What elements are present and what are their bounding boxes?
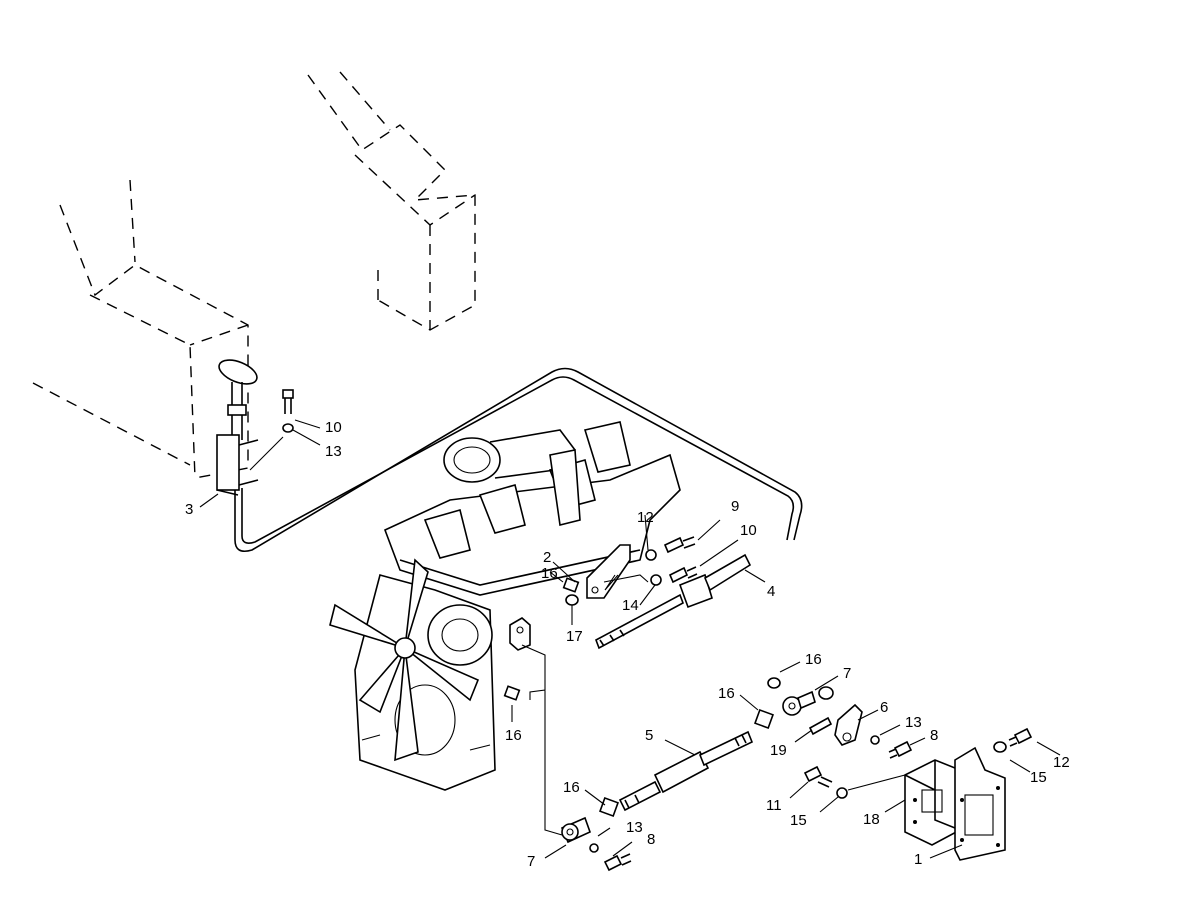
callout-16-rod: 16 <box>563 779 580 796</box>
bolt-9 <box>663 536 696 554</box>
bracket-plate-1 <box>954 746 1006 861</box>
callout-labels: 10 13 3 2 12 16 17 14 9 10 4 16 5 16 7 1… <box>185 419 1047 870</box>
rod-5 <box>618 730 754 812</box>
washer-ring <box>818 686 834 700</box>
washer-13-upper <box>645 549 657 561</box>
pin-19 <box>808 716 833 736</box>
nut-16-upper <box>562 577 580 593</box>
callout-4: 4 <box>767 583 775 600</box>
ball-joint-7-upper <box>782 690 816 716</box>
mount-block-18 <box>904 759 961 846</box>
cable-end-4 <box>595 553 752 650</box>
washer-13-lower <box>589 843 599 853</box>
callout-1: 1 <box>914 851 922 868</box>
washer-17 <box>565 594 579 606</box>
callout-6: 6 <box>880 699 888 716</box>
callout-13-upper: 12 <box>637 509 654 526</box>
callout-14-lever: 13 <box>325 443 342 460</box>
cab-outline-right <box>307 71 476 331</box>
bolt-11 <box>803 765 833 788</box>
leader-lines <box>199 419 1061 859</box>
callout-14-upper: 14 <box>622 597 639 614</box>
callout-7-upper: 7 <box>843 665 851 682</box>
callout-9: 9 <box>731 498 739 515</box>
callout-13-right: 13 <box>905 714 922 731</box>
callout-16-engine: 16 <box>505 727 522 744</box>
control-cable <box>234 367 803 553</box>
fan <box>329 558 480 762</box>
callout-3: 3 <box>185 501 193 518</box>
bolt-8-lower <box>603 853 632 872</box>
callout-8-lower: 8 <box>647 831 655 848</box>
washer-13-right <box>870 735 880 745</box>
nut-16-engine <box>503 685 521 701</box>
callout-5: 5 <box>645 727 653 744</box>
lever-6 <box>834 703 863 746</box>
callout-2: 2 <box>543 549 551 566</box>
callout-15-right: 15 <box>1030 769 1047 786</box>
washer-15-mid <box>836 787 848 799</box>
bolt-10-upper <box>668 566 698 584</box>
callout-8-right: 8 <box>930 727 938 744</box>
bolt-10-lever <box>282 389 294 414</box>
washer-14-upper <box>650 574 662 586</box>
cab-outline-left <box>32 179 249 479</box>
callout-18: 18 <box>863 811 880 828</box>
callout-12-shown-text: 12 <box>1053 754 1070 771</box>
washer-14-lever <box>282 423 294 433</box>
bracket-2 <box>586 544 649 599</box>
callout-16-right: 16 <box>805 651 822 668</box>
callout-16-upper: 16 <box>541 565 558 582</box>
washer-15-right <box>993 741 1007 753</box>
nut-16-rod-right <box>754 709 774 729</box>
callout-15-mid: 15 <box>790 812 807 829</box>
callout-16-rod-right: 16 <box>718 685 735 702</box>
hand-throttle-assembly <box>216 359 259 496</box>
bolt-12 <box>1008 727 1033 747</box>
callout-17: 17 <box>566 628 583 645</box>
clip-bracket <box>509 617 563 836</box>
callout-10-upper: 10 <box>740 522 757 539</box>
nut-16-right <box>767 677 781 689</box>
callout-19: 19 <box>770 742 787 759</box>
bolt-8-right <box>888 740 913 759</box>
callout-7-lower: 7 <box>527 853 535 870</box>
callout-11: 11 <box>766 797 782 814</box>
ball-joint-7-lower <box>560 816 592 844</box>
nut-16-rod-left <box>599 797 619 817</box>
callout-13-lower: 13 <box>626 819 643 836</box>
callout-10-lever: 10 <box>325 419 342 436</box>
